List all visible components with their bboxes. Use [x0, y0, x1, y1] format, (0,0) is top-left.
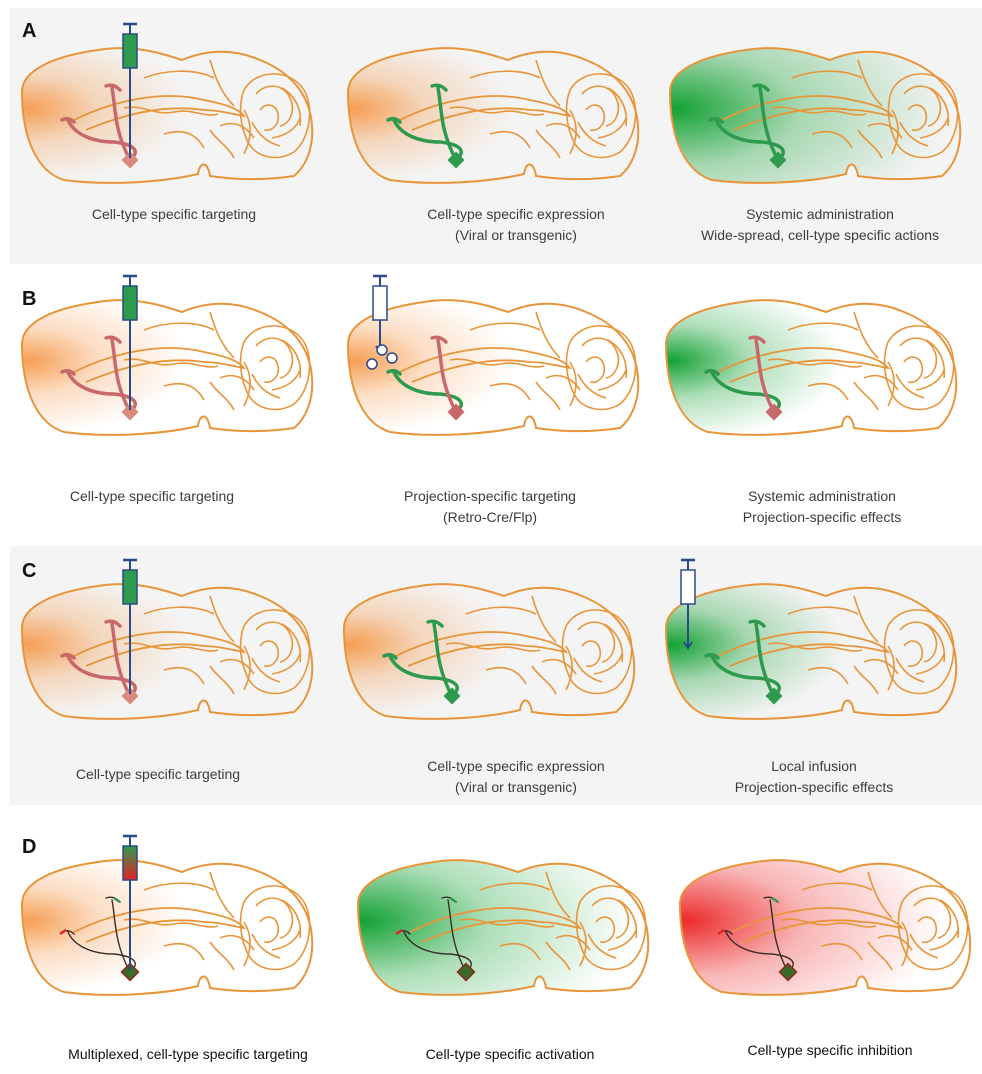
caption-line: Cell-type specific activation [360, 1044, 660, 1065]
brain-diagram [14, 30, 334, 210]
brain-diagram [14, 282, 334, 462]
brain-diagram [340, 30, 660, 210]
brain-diagram [350, 842, 670, 1022]
caption: Cell-type specific targeting [24, 204, 324, 225]
brain-glow [666, 300, 956, 435]
syringe-barrel [123, 34, 137, 68]
caption-line: Cell-type specific targeting [8, 764, 308, 785]
caption-line: Projection-specific effects [664, 777, 964, 798]
caption-line: Cell-type specific targeting [24, 204, 324, 225]
caption-line: Multiplexed, cell-type specific targetin… [38, 1044, 338, 1065]
syringe-barrel [681, 570, 695, 604]
caption-line: (Viral or transgenic) [366, 225, 666, 246]
brain-diagram [340, 282, 660, 462]
brain-diagram [658, 282, 978, 462]
caption: Cell-type specific activation [360, 1044, 660, 1065]
brain-glow [22, 584, 312, 719]
caption-line: Local infusion [664, 756, 964, 777]
caption-line: (Viral or transgenic) [366, 777, 666, 798]
caption-line: Cell-type specific expression [366, 204, 666, 225]
caption: Cell-type specific inhibition [680, 1040, 980, 1061]
caption: Projection-specific targeting (Retro-Cre… [340, 486, 640, 528]
brain-glow [666, 584, 956, 719]
brain-glow [22, 48, 312, 183]
brain-diagram [662, 30, 982, 210]
caption: Local infusion Projection-specific effec… [664, 756, 964, 798]
syringe-barrel [123, 286, 137, 320]
caption-line: Systemic administration [670, 204, 970, 225]
caption-line: Cell-type specific expression [366, 756, 666, 777]
brain-glow [680, 860, 970, 995]
caption-line: Projection-specific targeting [340, 486, 640, 507]
caption: Systemic administration Wide-spread, cel… [670, 204, 970, 246]
brain-diagram [14, 566, 334, 746]
brain-glow [348, 300, 638, 435]
virus-particle [377, 345, 387, 355]
brain-glow [348, 48, 638, 183]
syringe-barrel [123, 846, 137, 880]
caption-line: Wide-spread, cell-type specific actions [670, 225, 970, 246]
brain-glow [344, 584, 634, 719]
brain-diagram [14, 842, 334, 1022]
caption-line: Projection-specific effects [672, 507, 972, 528]
caption: Multiplexed, cell-type specific targetin… [38, 1044, 338, 1065]
caption: Systemic administration Projection-speci… [672, 486, 972, 528]
brain-diagram [336, 566, 656, 746]
caption: Cell-type specific expression (Viral or … [366, 204, 666, 246]
syringe-barrel [373, 286, 387, 320]
caption-line: Cell-type specific inhibition [680, 1040, 980, 1061]
virus-particle [387, 353, 397, 363]
brain-glow [22, 860, 312, 995]
brain-glow [670, 48, 960, 183]
syringe-barrel [123, 570, 137, 604]
caption-line: Cell-type specific targeting [2, 486, 302, 507]
caption-line: (Retro-Cre/Flp) [340, 507, 640, 528]
brain-glow [358, 860, 648, 995]
virus-particle [367, 359, 377, 369]
brain-glow [22, 300, 312, 435]
brain-diagram [658, 566, 978, 746]
brain-diagram [672, 842, 982, 1022]
caption: Cell-type specific expression (Viral or … [366, 756, 666, 798]
caption: Cell-type specific targeting [8, 764, 308, 785]
caption-line: Systemic administration [672, 486, 972, 507]
caption: Cell-type specific targeting [2, 486, 302, 507]
